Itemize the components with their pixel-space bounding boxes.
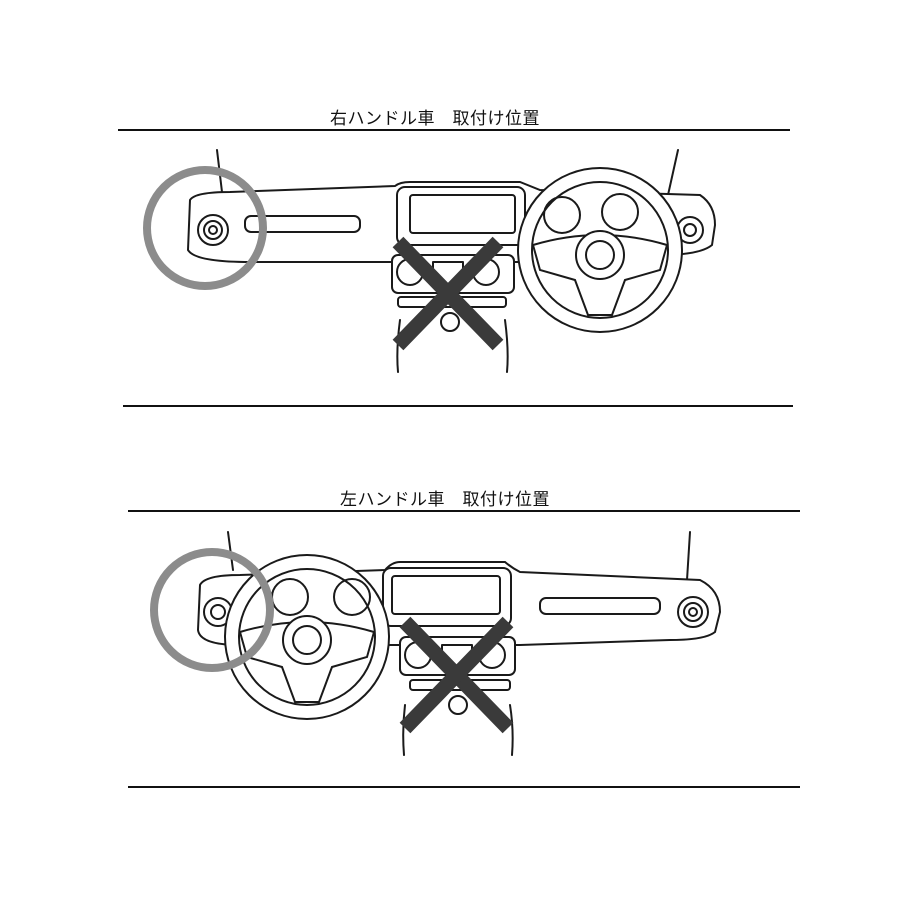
lhd-bottom-divider xyxy=(128,786,800,788)
rhd-steering-wheel xyxy=(517,167,683,333)
lhd-recommended-position-circle xyxy=(150,548,274,672)
lhd-top-divider xyxy=(128,510,800,512)
lhd-steering-wheel xyxy=(224,554,390,720)
rhd-prohibited-x-mark xyxy=(392,236,504,351)
rhd-bottom-divider xyxy=(123,405,793,407)
lhd-right-vent-icon xyxy=(677,596,709,628)
lhd-dashboard xyxy=(150,531,722,756)
rhd-top-divider xyxy=(118,129,790,131)
rhd-recommended-position-circle xyxy=(143,166,267,290)
rhd-dashboard xyxy=(143,149,717,373)
lhd-title: 左ハンドル車 取付け位置 xyxy=(340,490,550,510)
rhd-left-vent-icon xyxy=(197,214,229,246)
lhd-prohibited-x-mark xyxy=(399,616,514,734)
rhd-title: 右ハンドル車 取付け位置 xyxy=(330,109,540,129)
